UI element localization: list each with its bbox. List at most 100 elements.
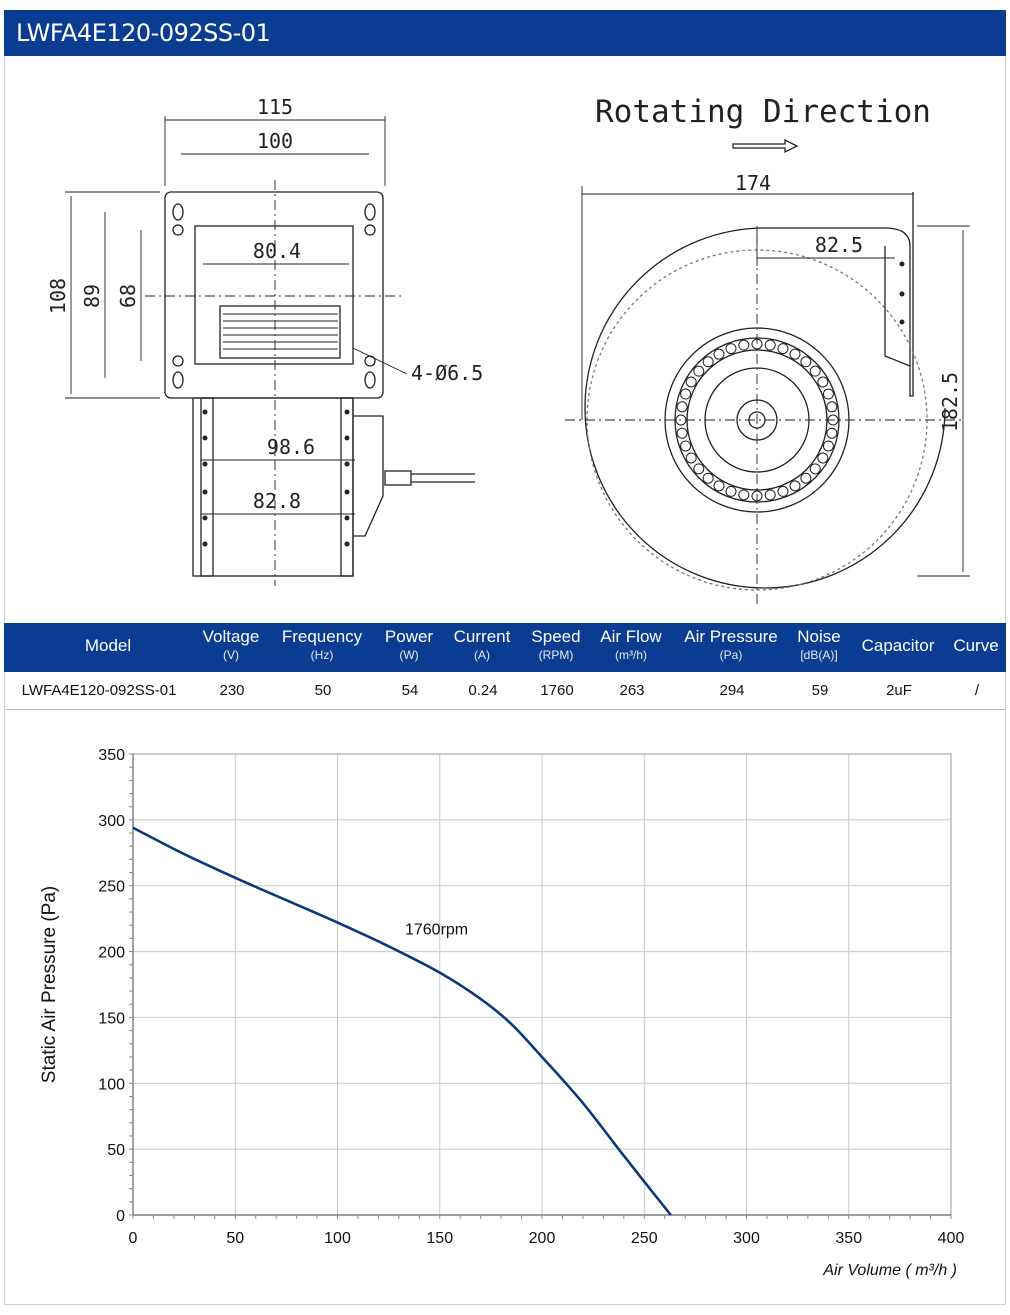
y-tick-label: 150 [98,1010,125,1027]
impeller-blade [725,343,737,355]
cell-current: 0.24 [468,682,498,699]
impeller-blade [800,356,812,368]
impeller-blade [764,339,776,351]
y-tick-label: 100 [98,1076,125,1093]
motor-body [192,397,354,577]
cell-speed: 1760 [540,682,574,699]
dim-holes: 4-Ø6.5 [411,361,483,385]
y-tick-label: 250 [98,879,125,896]
impeller-blade [809,365,821,377]
impeller-blade [676,427,688,439]
dim-108: 108 [46,278,70,314]
impeller-blade [764,489,776,501]
col-air-flow: Air Flow(m³/h) [600,627,662,663]
cell-voltage: 230 [219,682,245,699]
mount-hole [364,203,376,221]
dim-182-5: 182.5 [938,372,962,432]
impeller-blade [702,356,714,368]
curve-label: 1760rpm [405,921,468,938]
col-curve: Curve [953,636,999,655]
series-line-1760rpm [132,826,672,1216]
mount-hole [172,371,184,389]
impeller-blade [725,485,737,497]
x-tick-label: 150 [426,1230,453,1247]
impeller-blade [800,472,812,484]
mount-hole [172,224,184,236]
cell-model: LWFA4E120-092SS-01 [21,682,177,699]
cell-capacitor: 2uF [886,682,912,699]
rotation-arrow-icon [732,138,799,154]
technical-drawing-panel: 115 100 80.4 98.6 82.8 108 89 68 4-Ø6.5 … [4,56,1006,624]
x-axis-label: Air Volume ( m³/h ) [822,1262,957,1279]
col-capacitor: Capacitor [861,636,935,655]
y-tick-label: 0 [116,1208,125,1225]
col-current: Current(A) [453,627,511,663]
impeller-blade [826,427,838,439]
rotating-direction-title: Rotating Direction [595,94,931,130]
motor-rail [200,397,214,577]
front-outlet [194,225,354,365]
technical-drawing: 115 100 80.4 98.6 82.8 108 89 68 4-Ø6.5 … [46,94,970,606]
cell-frequency: 50 [314,682,332,699]
x-tick-label: 350 [835,1230,862,1247]
x-tick-label: 250 [631,1230,658,1247]
x-tick-label: 0 [129,1230,138,1247]
spec-table-row: LWFA4E120-092SS-01 230 50 54 0.24 1760 2… [4,672,1006,710]
col-voltage: Voltage(V) [202,627,260,663]
scroll-housing [584,192,946,589]
impeller-blade [680,388,692,400]
y-tick-label: 350 [98,747,125,764]
col-noise: Noise[dB(A)] [797,627,841,663]
impeller-blade [817,452,829,464]
cell-air-flow: 263 [619,682,645,699]
mount-hole [172,355,184,367]
impeller-blade [809,463,821,475]
impeller-blade [777,485,789,497]
x-tick-label: 400 [938,1230,965,1247]
header-bar: LWFA4E120-092SS-01 [4,10,1006,56]
impeller-blade [685,376,697,388]
front-flange [164,191,384,399]
impeller-blade [702,472,714,484]
mount-hole [364,224,376,236]
mount-hole [364,371,376,389]
impeller-blade [826,401,838,413]
dim-98-6: 98.6 [267,435,315,459]
impeller-blade [685,452,697,464]
impeller-blade [713,480,725,492]
impeller-blade [817,376,829,388]
impeller-blade [693,463,705,475]
cable-gland [384,470,412,486]
impeller-blade [676,401,688,413]
impeller-blade [822,388,834,400]
dim-68: 68 [116,284,140,308]
x-tick-label: 100 [324,1230,351,1247]
y-axis-label: Static Air Pressure (Pa) [39,886,60,1083]
dim-82-5: 82.5 [815,233,863,257]
x-tick-label: 200 [529,1230,556,1247]
dim-100: 100 [257,129,293,153]
impeller-window [219,305,341,359]
col-speed: Speed(RPM) [531,627,581,663]
spec-table-header: Model Voltage(V) Frequency(Hz) Power(W) … [4,623,1006,672]
impeller-blade [738,489,750,501]
impeller-blade [822,440,834,452]
impeller-blade [789,348,801,360]
motor-rail [340,397,354,577]
impeller-blade [738,339,750,351]
col-air-pressure: Air Pressure(Pa) [684,627,778,663]
impeller-blade [680,440,692,452]
x-tick-label: 300 [733,1230,760,1247]
col-power: Power(W) [384,627,434,663]
model-title: LWFA4E120-092SS-01 [16,19,271,47]
impeller-blade [713,348,725,360]
impeller-blade [777,343,789,355]
dim-80-4: 80.4 [253,239,301,263]
mount-hole [172,203,184,221]
x-tick-label: 50 [226,1230,244,1247]
cell-noise: 59 [811,682,829,699]
cell-power: 54 [401,682,419,699]
